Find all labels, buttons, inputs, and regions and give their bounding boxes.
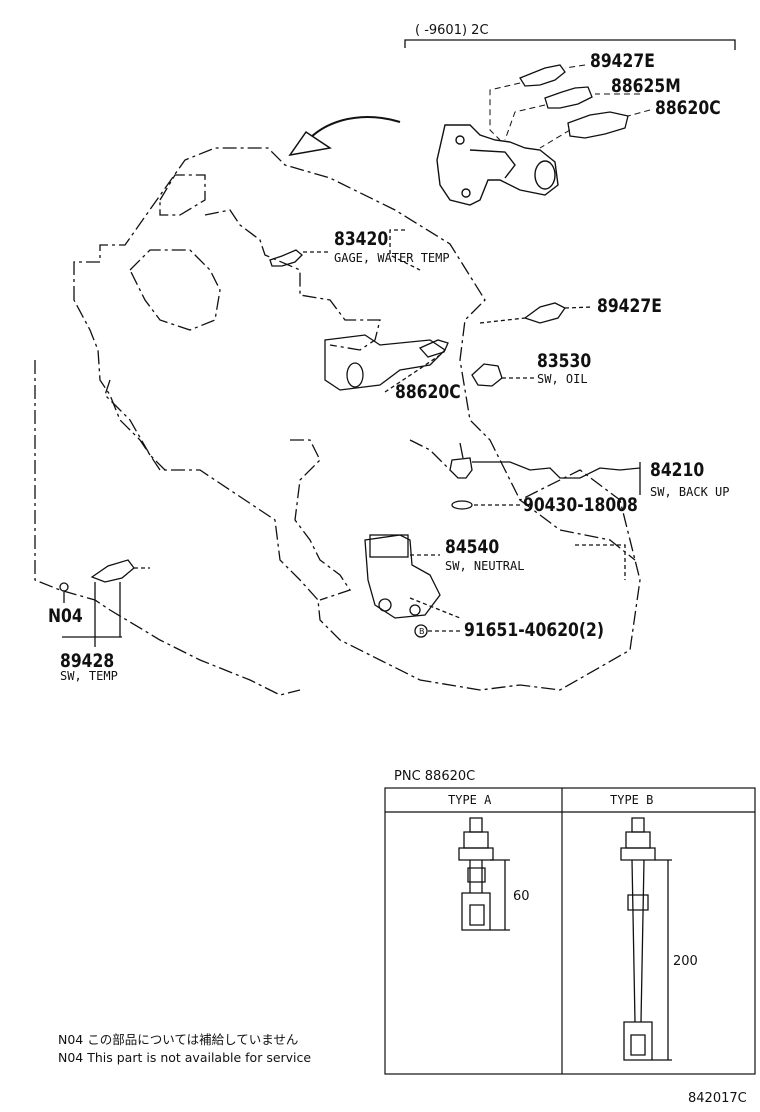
part-89428: 89428 [60,650,115,672]
n04-label: N04 [48,605,83,627]
part-83530: 83530 [537,350,592,372]
note-english: N04 This part is not available for servi… [58,1050,312,1065]
part-84210: 84210 [650,459,705,481]
part-89427E-mid: 89427E [597,295,662,317]
part-83420: 83420 [334,228,389,250]
pnc-title: PNC 88620C [394,769,476,784]
type-a-header: TYPE A [448,793,492,807]
type-b-header: TYPE B [610,793,654,807]
part-90430-18008: 90430-18008 [523,494,638,516]
part-84210-desc: SW, BACK UP [650,485,730,499]
part-84540: 84540 [445,536,500,558]
part-84540-desc: SW, NEUTRAL [445,559,525,573]
bolt-mark: B [419,627,425,636]
part-88620C-mid: 88620C [395,381,461,403]
dimension-type-a: 60 [513,889,530,904]
figure-id: 842017C [688,1091,747,1106]
part-83420-desc: GAGE, WATER TEMP [334,251,450,265]
note-japanese: N04 この部品については補給していません [58,1032,299,1047]
part-91651-40620: 91651-40620(2) [464,619,604,641]
part-88625M: 88625M [611,75,681,97]
part-89427E-top: 89427E [590,50,655,72]
part-83530-desc: SW, OIL [537,372,588,386]
date-range-label: ( -9601) 2C [415,23,489,38]
part-88620C-top: 88620C [655,97,721,119]
dimension-type-b: 200 [673,954,698,969]
part-89428-desc: SW, TEMP [60,669,118,683]
